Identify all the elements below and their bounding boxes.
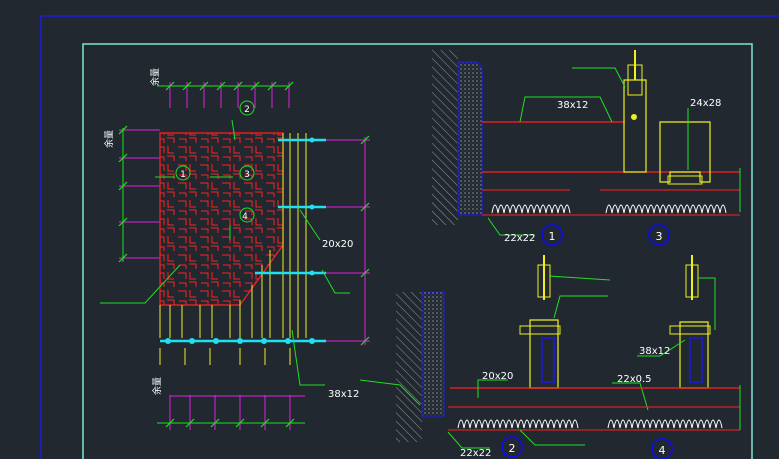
detail-circle-1: 1 (549, 230, 556, 243)
plan-callout-1: 1 (180, 170, 186, 180)
detail-label-38x12-d4: 38x12 (639, 346, 670, 357)
detail-circle-3: 3 (656, 230, 663, 243)
detail-2: 20x20 22x22 2 (359, 255, 611, 459)
plan-label-38x12: 38x12 (328, 389, 359, 400)
outer-frame (40, 15, 779, 459)
detail-circle-2: 2 (509, 442, 516, 455)
plan-callout-4: 4 (242, 212, 248, 222)
detail-label-24x28: 24x28 (690, 98, 721, 109)
detail-label-20x20-d2: 20x20 (482, 371, 513, 382)
plan-view: 余量 余量 (100, 68, 370, 430)
detail-4: 38x12 22x0.5 4 (600, 255, 741, 459)
plan-callout-3: 3 (244, 170, 250, 180)
detail-label-22x22-d2: 22x22 (460, 448, 491, 459)
left-scale-label: 余量 (103, 130, 115, 148)
tile-area (159, 132, 284, 306)
inner-frame (82, 43, 753, 459)
detail-label-22x05: 22x0.5 (617, 374, 652, 385)
detail-label-38x12-top: 38x12 (557, 100, 588, 111)
bottom-scale-label: 余量 (151, 377, 163, 395)
plan-callout-2: 2 (244, 105, 250, 115)
detail-3: 24x28 3 (572, 50, 741, 246)
detail-1: 38x12 22x22 1 (432, 50, 740, 246)
top-scale-label: 余量 (149, 68, 161, 86)
plan-label-20x20: 20x20 (322, 239, 353, 250)
detail-label-22x22-d1: 22x22 (504, 233, 535, 244)
detail-circle-4: 4 (659, 444, 666, 457)
